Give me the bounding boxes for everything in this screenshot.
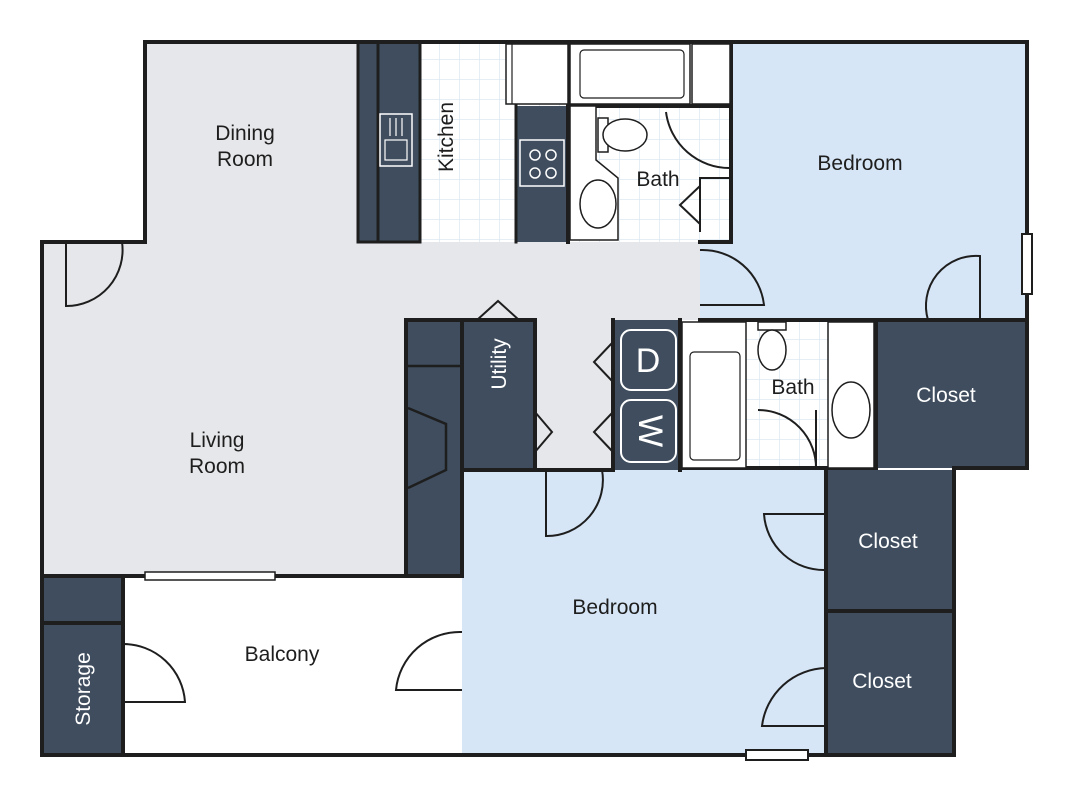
closet-bottom-upper-label: Closet <box>858 530 918 553</box>
burner <box>529 167 541 179</box>
window-balcony-slider <box>144 571 276 581</box>
living-room-label: Room <box>189 455 245 478</box>
door-swing-icon <box>678 177 730 232</box>
wall-bath-mid <box>678 318 956 757</box>
room-labels: Dining Room Kitchen Living Room Utility … <box>72 102 976 726</box>
washer-dryer-alcove <box>613 320 680 470</box>
dryer-icon <box>620 329 677 391</box>
door-swing-icon <box>122 642 187 703</box>
floors <box>42 42 1027 755</box>
wall-kitchen-counters <box>356 40 518 244</box>
bedroom-top-floor <box>700 42 1027 320</box>
bifold-door-icon <box>592 341 614 383</box>
closet-bottom-lower-block <box>826 611 954 755</box>
walls <box>40 40 1029 757</box>
closet-bottom-lower-label: Closet <box>852 670 912 693</box>
toilet-icon <box>757 329 787 371</box>
utility-closet <box>462 320 535 406</box>
bifold-door-icon <box>592 411 614 453</box>
dining-room-label: Dining <box>215 122 275 145</box>
door-swing-icon <box>757 409 818 471</box>
bifold-door-icon <box>476 299 520 321</box>
living-wall-cabinet <box>406 320 462 576</box>
bath-top-label: Bath <box>636 168 679 191</box>
door-swing-icon <box>65 241 124 308</box>
bathtub-inner <box>579 49 685 99</box>
storage-block <box>42 623 123 755</box>
dark-blocks <box>42 42 1027 755</box>
wall-balcony <box>40 574 125 757</box>
door-swing-icon <box>699 248 766 306</box>
bathtub-inner <box>689 351 741 461</box>
stove-icon <box>519 139 565 187</box>
door-swings <box>65 111 981 727</box>
door-swing-icon <box>925 254 981 321</box>
storage-upper <box>42 576 123 623</box>
outer-wall-top <box>143 40 1029 322</box>
wall-utility <box>460 318 615 472</box>
burner <box>545 167 557 179</box>
kitchen-sink-basin <box>384 139 408 161</box>
bath-middle-label: Bath <box>771 376 814 399</box>
window-bedroom-top <box>1021 233 1033 295</box>
washer-icon <box>620 399 677 463</box>
sink-icon <box>831 381 871 439</box>
door-swing-icon <box>762 513 827 572</box>
utility-hall-floor <box>535 320 613 470</box>
bifold-door-icon <box>534 411 554 453</box>
toilet-tank <box>757 321 787 331</box>
common-floor <box>42 42 700 576</box>
fixtures <box>379 43 875 490</box>
outer-wall-right-lower <box>40 240 1029 757</box>
toilet-icon <box>602 118 648 152</box>
kitchen-sink-icon <box>379 113 413 167</box>
washer-letter: W <box>631 415 669 447</box>
dining-room-label: Room <box>217 148 273 171</box>
bedroom-bottom-floor <box>462 470 826 755</box>
linen-shelf <box>691 43 731 105</box>
door-swing-icon <box>545 469 604 538</box>
sink-icon <box>579 179 617 229</box>
living-room-label: Living <box>190 429 245 452</box>
refrigerator-icon <box>505 43 569 105</box>
kitchen-sink-drainboard <box>389 118 403 136</box>
bedroom-top-label: Bedroom <box>817 152 902 175</box>
fireplace-icon <box>407 406 448 490</box>
burner <box>545 149 557 161</box>
door-swing-icon <box>760 667 827 727</box>
door-swing-icon <box>665 111 731 170</box>
utility-label: Utility <box>488 338 511 390</box>
door-swing-icon <box>394 630 463 691</box>
utility-lower <box>462 406 535 470</box>
closet-bottom-upper-block <box>826 470 954 611</box>
balcony-label: Balcony <box>245 643 320 666</box>
storage-label: Storage <box>72 652 95 726</box>
kitchen-counter-right <box>516 106 568 242</box>
closet-right-label: Closet <box>916 384 976 407</box>
dining-cabinet <box>358 42 420 242</box>
bedroom-bottom-label: Bedroom <box>572 596 657 619</box>
closet-right-block <box>876 320 1027 468</box>
window-bedroom-bottom <box>745 749 809 761</box>
dryer-letter: D <box>636 342 661 380</box>
kitchen-label: Kitchen <box>435 102 458 172</box>
balcony-floor <box>123 576 462 755</box>
burner <box>529 149 541 161</box>
